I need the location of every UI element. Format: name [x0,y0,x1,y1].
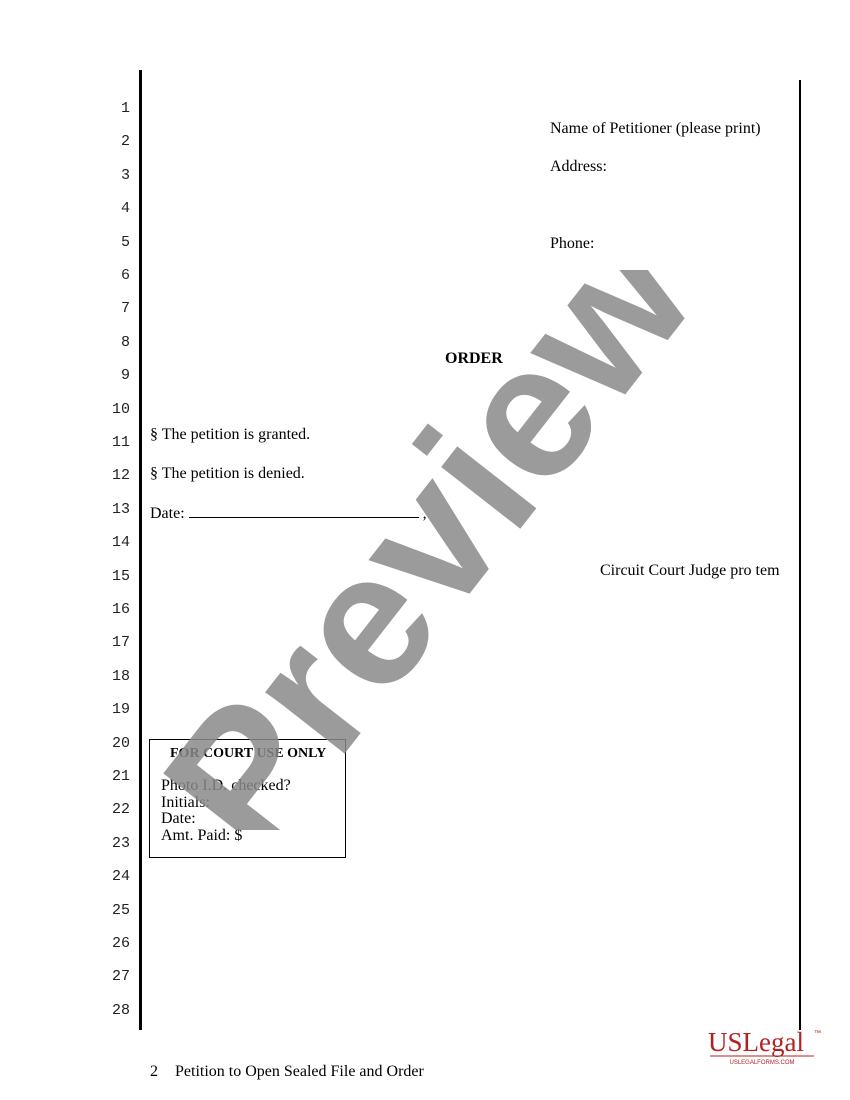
footer-title: Petition to Open Sealed File and Order [175,1063,424,1080]
line-number: 26 [111,935,130,952]
line-number: 5 [120,233,130,251]
court-use-initials: Initials: [161,794,210,811]
footer-page-number: 2 [150,1063,158,1080]
line-number: 22 [111,801,130,819]
line-number: 10 [111,400,130,418]
option-granted: § The petition is granted. [150,426,311,443]
court-use-photo-id: Photo I.D. checked? [161,777,291,794]
petitioner-address-label: Address: [550,158,607,175]
line-number: 28 [111,1001,130,1019]
line-number: 9 [120,367,130,385]
date-blank-line [188,503,419,518]
line-number: 21 [111,768,130,785]
line-number: 7 [120,300,130,318]
line-number: 15 [111,567,130,585]
court-use-amt-paid: Amt. Paid: $ [161,827,243,844]
uslegal-logo[interactable]: USLegal ™ USLEGALFORMS.COM [706,1025,826,1070]
petitioner-phone-label: Phone: [550,235,595,252]
line-number: 17 [111,634,130,652]
logo-subtext: USLEGALFORMS.COM [729,1060,794,1066]
date-label: Date: [150,505,185,522]
order-title: ORDER [445,350,503,367]
judge-label: Circuit Court Judge pro tem [600,562,780,579]
line-number: 27 [111,968,130,986]
line-number: 4 [120,200,130,218]
line-number: 14 [111,534,130,552]
line-number: 3 [120,166,130,184]
date-suffix: , [422,505,427,522]
line-number: 2 [120,133,130,151]
right-margin-rule [799,80,801,1030]
logo-trademark: ™ [814,1030,821,1037]
line-number: 11 [111,434,130,451]
logo-text: USLegal [708,1027,804,1057]
line-number: 1 [120,100,130,117]
line-number: 16 [111,601,130,618]
court-use-box: FOR COURT USE ONLY Photo I.D. checked? I… [149,739,346,858]
option-denied: § The petition is denied. [150,465,305,482]
line-number: 25 [111,901,130,919]
line-number: 19 [111,701,130,719]
left-margin-rule [139,70,142,1030]
line-number: 12 [111,467,130,485]
line-number: 24 [111,868,130,886]
petitioner-name-label: Name of Petitioner (please print) [550,120,761,137]
court-use-date: Date: [161,810,196,827]
date-row: Date: , [150,503,427,523]
line-number: 13 [111,500,130,518]
line-number: 23 [111,834,130,852]
line-number: 18 [111,667,130,685]
line-number: 6 [120,267,130,284]
line-number: 20 [111,734,130,752]
court-use-header: FOR COURT USE ONLY [170,746,327,761]
line-number: 8 [120,333,130,351]
